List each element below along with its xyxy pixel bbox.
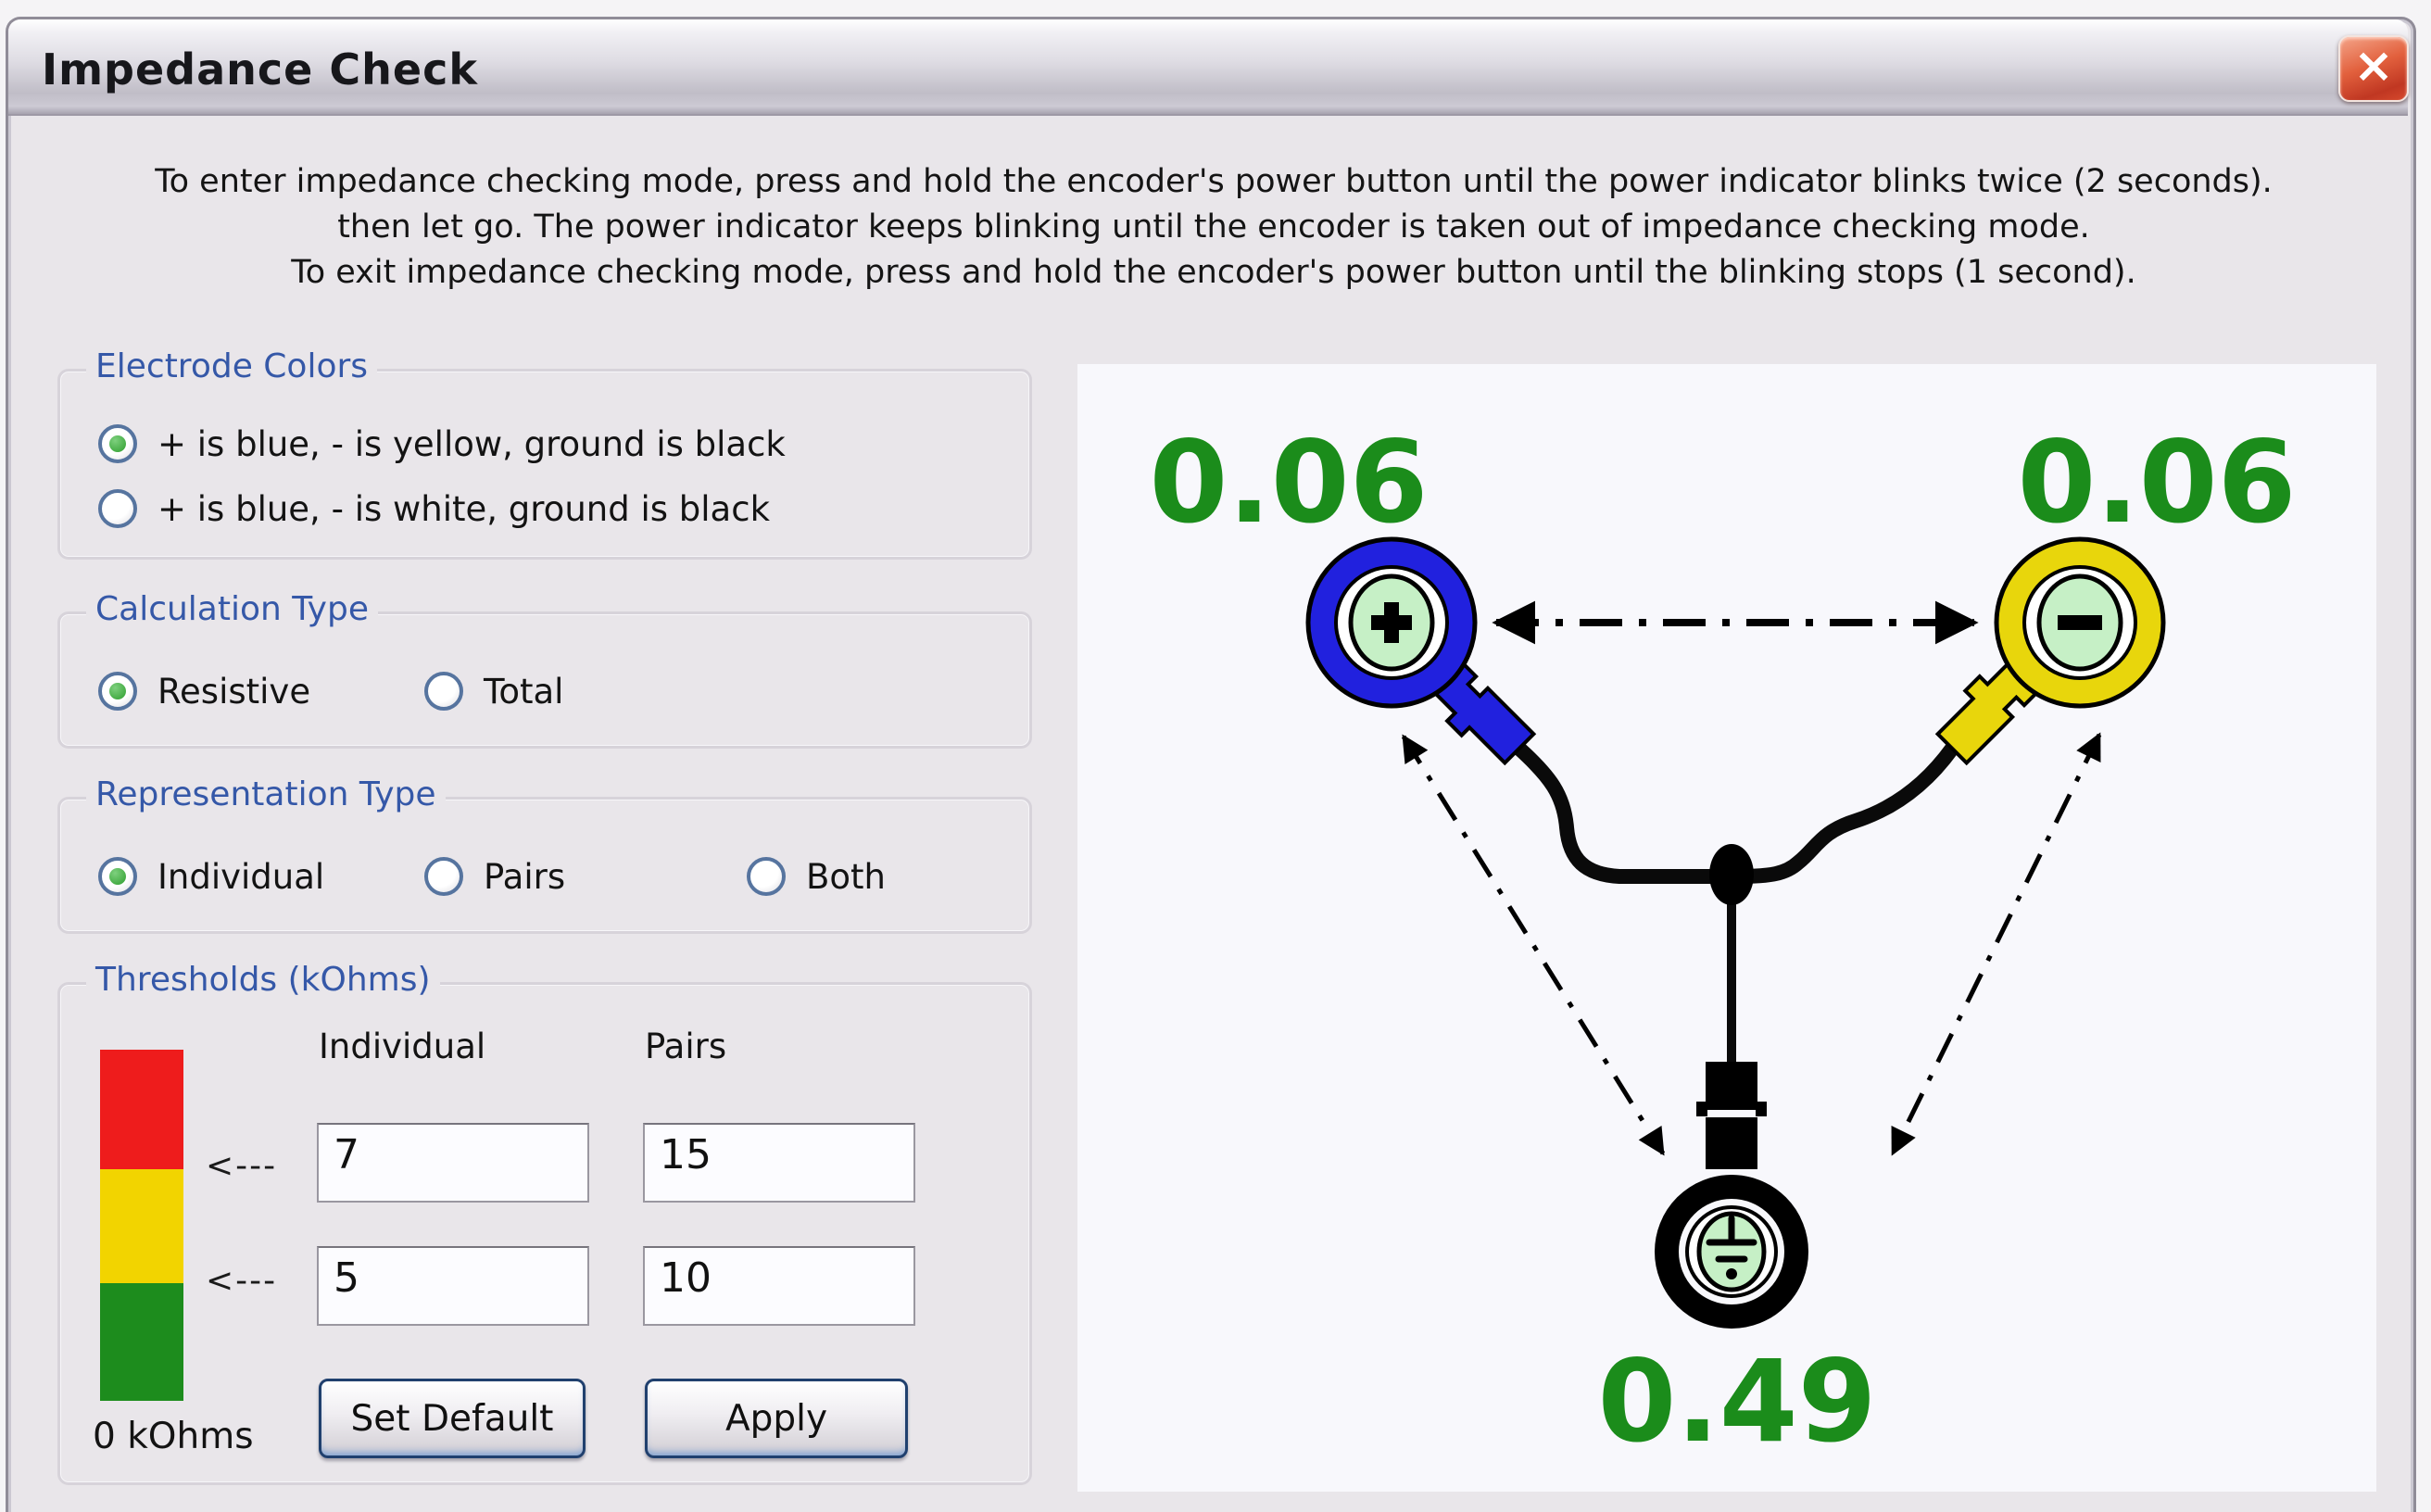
radio-icon[interactable]	[424, 672, 463, 711]
ground-connector	[1696, 1062, 1767, 1169]
impedance-diagram-panel: 0.06 0.06 0.49	[1077, 364, 2376, 1492]
negative-impedance-value: 0.06	[2017, 417, 2296, 548]
threshold-bar-green	[100, 1283, 183, 1401]
radio-option-total[interactable]: Total	[424, 669, 563, 713]
instructions-line-2: then let go. The power indicator keeps b…	[337, 208, 2090, 246]
apply-button[interactable]: Apply	[645, 1379, 908, 1458]
radio-label: Both	[806, 856, 886, 897]
radio-icon[interactable]	[424, 857, 463, 896]
radio-option-resistive[interactable]: Resistive	[98, 669, 310, 713]
individual-high-threshold-input[interactable]	[317, 1123, 589, 1203]
representation-type-group-label: Representation Type	[86, 775, 446, 813]
ground-impedance-value: 0.49	[1597, 1336, 1876, 1468]
radio-label: + is blue, - is yellow, ground is black	[157, 423, 786, 464]
thresholds-group-label: Thresholds (kOhms)	[86, 961, 440, 999]
calculation-type-group: Calculation Type	[57, 590, 1032, 749]
ground-icon	[1706, 1215, 1757, 1263]
pairs-high-threshold-input[interactable]	[643, 1123, 915, 1203]
radio-option-blue-yellow-black[interactable]: + is blue, - is yellow, ground is black	[98, 422, 786, 466]
radio-icon[interactable]	[98, 489, 137, 528]
lead-wires	[1512, 741, 1959, 1071]
radio-option-blue-white-black[interactable]: + is blue, - is white, ground is black	[98, 486, 770, 531]
radio-label: Individual	[157, 856, 325, 897]
radio-label: Pairs	[484, 856, 566, 897]
calculation-type-group-label: Calculation Type	[86, 590, 378, 628]
radio-label: Resistive	[157, 671, 311, 712]
radio-icon[interactable]	[98, 857, 137, 896]
window-title: Impedance Check	[42, 44, 478, 94]
close-button[interactable]: ×	[2338, 35, 2409, 102]
set-default-button[interactable]: Set Default	[319, 1379, 586, 1458]
radio-label: + is blue, - is white, ground is black	[157, 488, 770, 529]
instructions-line-3: To exit impedance checking mode, press a…	[291, 254, 2136, 291]
threshold-bar-red	[100, 1050, 183, 1169]
wire-junction-node	[1709, 844, 1754, 905]
threshold-arrow-high: <---	[206, 1147, 278, 1185]
title-bar[interactable]: Impedance Check	[8, 19, 2408, 116]
electrode-colors-group-label: Electrode Colors	[86, 347, 378, 385]
radio-icon[interactable]	[98, 672, 137, 711]
negative-electrode	[1930, 536, 2166, 762]
minus-icon	[2058, 615, 2102, 630]
pairs-low-threshold-input[interactable]	[643, 1246, 915, 1326]
representation-type-group: Representation Type	[57, 775, 1032, 934]
individual-low-threshold-input[interactable]	[317, 1246, 589, 1326]
pair-arrow-negative-ground	[1890, 732, 2102, 1156]
radio-label: Total	[484, 671, 564, 712]
impedance-diagram: 0.06 0.06 0.49	[1149, 417, 2296, 1468]
radio-icon[interactable]	[747, 857, 786, 896]
column-header-individual: Individual	[319, 1027, 486, 1066]
ground-electrode	[1655, 1175, 1808, 1329]
plus-icon	[1371, 602, 1412, 643]
instructions-text: To enter impedance checking mode, press …	[56, 159, 2372, 296]
zero-kohms-label: 0 kOhms	[93, 1416, 254, 1457]
column-header-pairs: Pairs	[645, 1027, 727, 1066]
positive-impedance-value: 0.06	[1149, 417, 1428, 548]
threshold-bar-yellow	[100, 1169, 183, 1283]
positive-electrode	[1305, 536, 1533, 771]
instructions-line-1: To enter impedance checking mode, press …	[155, 163, 2273, 200]
radio-icon[interactable]	[98, 424, 137, 463]
radio-option-individual[interactable]: Individual	[98, 854, 324, 899]
electrode-colors-group: Electrode Colors	[57, 347, 1032, 560]
thresholds-group: Thresholds (kOhms)	[57, 961, 1032, 1485]
close-icon: ×	[2353, 38, 2394, 94]
threshold-arrow-low: <---	[206, 1262, 278, 1300]
pair-arrow-positive-ground	[1401, 734, 1666, 1156]
radio-option-pairs[interactable]: Pairs	[424, 854, 565, 899]
radio-option-both[interactable]: Both	[747, 854, 886, 899]
